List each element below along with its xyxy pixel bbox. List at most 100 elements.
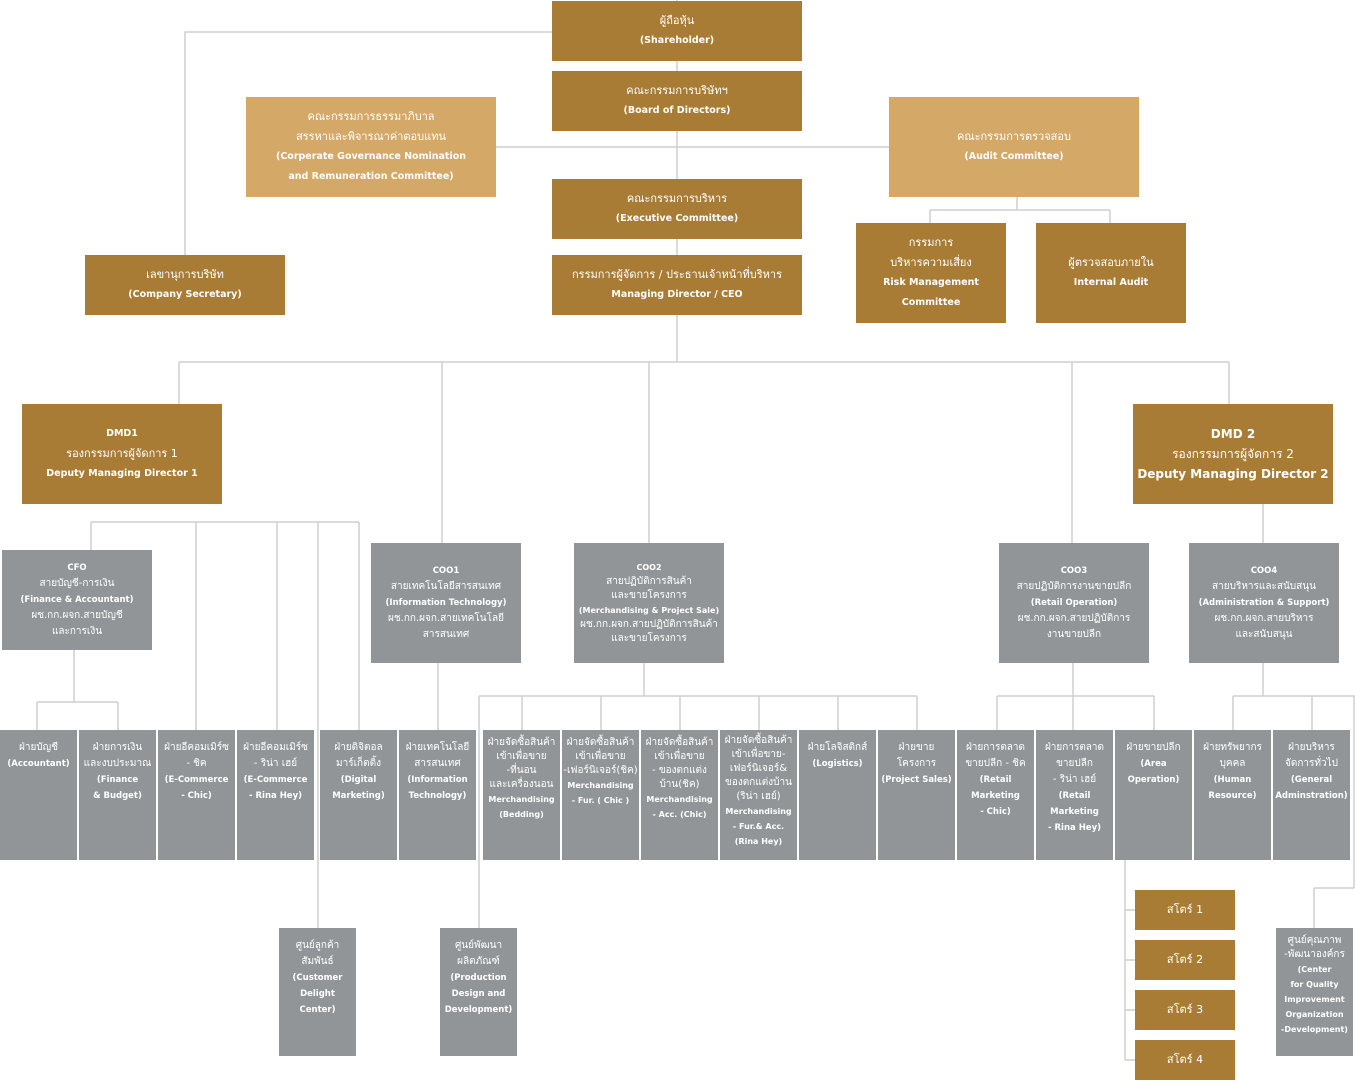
node-text-line: Design and <box>451 989 506 999</box>
node-text-line: บ้าน(ชิค) <box>659 779 700 790</box>
node-text-line: ผช.กก.ผจก.สายปฏิบัติการ <box>1017 613 1131 624</box>
node-text-line: CFO <box>67 563 87 573</box>
node-text-line: และขายโครงการ <box>611 590 687 601</box>
node-text-line: สโตร์ 4 <box>1166 1053 1204 1066</box>
node-text-line: (Customer <box>292 973 343 983</box>
node-text-line: - Fur. ( Chic ) <box>571 796 630 805</box>
node-text-line: มาร์เก็ตติ้ง <box>336 758 381 769</box>
node-text-line: (Area <box>1140 759 1167 769</box>
node-text-line: เข้าเพื่อขาย- <box>731 749 786 760</box>
node-text-line: (Production <box>450 973 507 983</box>
node-text-line: Marketing) <box>332 791 385 801</box>
node-text-line: ฝ่ายขาย <box>898 742 935 753</box>
node-text-line: (Human <box>1213 775 1252 785</box>
node-text-line: Operation) <box>1127 775 1180 785</box>
node-text-line: เข้าเพื่อขาย <box>575 751 626 762</box>
node-text-line: ผู้ถือหุ้น <box>659 14 695 27</box>
node-text-line: ฝ่ายการตลาด <box>965 742 1026 753</box>
node-text-line: Risk Management <box>883 277 979 288</box>
node-text-line: คณะกรรมการตรวจสอบ <box>957 130 1071 143</box>
store-4: สโตร์ 4 <box>1135 1040 1235 1080</box>
node-text-line: ฝ่ายทรัพยากร <box>1203 742 1262 753</box>
node-text-line: ฝ่ายจัดซื้อสินค้า <box>724 735 793 746</box>
node-text-line: (Merchandising & Project Sale) <box>578 606 720 615</box>
node-text-line: ฝ่ายบัญชี <box>19 742 58 753</box>
node-text-line: COO1 <box>432 566 460 576</box>
node-text-line: สารสนเทศ <box>422 629 470 640</box>
node-text-line: และสนับสนุน <box>1235 629 1293 640</box>
node-text-line: (Digital <box>340 775 377 785</box>
node-text-line: DMD1 <box>106 428 138 439</box>
node-executive-committee: คณะกรรมการบริหาร(Executive Committee) <box>552 179 802 239</box>
node-text-line: สโตร์ 2 <box>1166 953 1204 966</box>
node-text-line: - Acc. (Chic) <box>652 810 707 819</box>
node-board-of-directors: คณะกรรมการบริษัทฯ (Board of Directors) <box>552 71 802 131</box>
node-text-line: Development) <box>444 1005 513 1015</box>
node-text-line: บุคคล <box>1219 758 1246 769</box>
node-text-line: ศูนย์คุณภาพ <box>1287 935 1342 946</box>
node-text-line: บริหารความเสี่ยง <box>890 256 972 269</box>
node-text-line: Deputy Managing Director 2 <box>1137 467 1329 481</box>
node-text-line: (ริน่า เฮย์) <box>736 791 781 802</box>
node-text-line: (Executive Committee) <box>615 213 739 224</box>
node-text-line: - Rina Hey) <box>1048 823 1101 833</box>
node-text-line: for Quality <box>1290 980 1339 989</box>
node-text-line: Committee <box>901 297 961 308</box>
node-text-line: สายปฏิบัติการสินค้า <box>606 576 692 587</box>
dept-merch-acc-chic: ฝ่ายจัดซื้อสินค้าเข้าเพื่อขาย- ของตกแต่ง… <box>641 730 718 860</box>
node-text-line: คณะกรรมการบริษัทฯ <box>626 84 728 97</box>
connector-ceo-divisions <box>178 314 1230 543</box>
node-text-line: ของตกแต่งบ้าน <box>725 777 792 788</box>
dept-merch-fur-chic: ฝ่ายจัดซื้อสินค้าเข้าเพื่อขาย-เฟอร์นิเจอ… <box>562 730 639 860</box>
node-text-line: ฝ่ายบริหาร <box>1288 742 1335 753</box>
node-text-line: and Remuneration Committee) <box>288 171 454 182</box>
dept-ecommerce-rina-hey: ฝ่ายอีคอมเมิร์ซ- ริน่า เฮย์(E-Commerce- … <box>237 730 314 860</box>
node-text-line: (Accountant) <box>7 759 70 769</box>
node-text-line: Merchandising <box>725 807 792 816</box>
node-text-line: DMD 2 <box>1210 427 1256 441</box>
dept-ecommerce-chic: ฝ่ายอีคอมเมิร์ซ- ชิค(E-Commerce- Chic) <box>158 730 235 860</box>
node-text-line: -ที่นอน <box>506 765 537 776</box>
node-text-line: COO4 <box>1250 566 1278 576</box>
node-text-line: กรรมการผู้จัดการ / ประธานเจ้าหน้าที่บริห… <box>572 268 782 281</box>
node-text-line: ผู้ตรวจสอบภายใน <box>1068 256 1154 269</box>
store-1: สโตร์ 1 <box>1135 890 1235 930</box>
node-text-line: ฝ่ายจัดซื้อสินค้า <box>487 737 556 748</box>
node-text-line: COO2 <box>636 563 662 572</box>
node-text-line: และการเงิน <box>51 626 103 637</box>
dept-logistics: ฝ่ายโลจิสติกส์(Logistics) <box>799 730 876 860</box>
node-text-line: (Retail Operation) <box>1030 598 1118 608</box>
node-text-line: ฝ่ายเทคโนโลยี <box>405 742 470 753</box>
node-text-line: งานขายปลีก <box>1046 629 1102 640</box>
node-text-line: (Board of Directors) <box>623 105 731 116</box>
dept-accountant: ฝ่ายบัญชี (Accountant) <box>0 730 77 860</box>
node-coo2: COO2 สายปฏิบัติการสินค้าและขายโครงการ (Mer… <box>574 543 724 663</box>
node-text-line: (E-Commerce <box>164 775 229 785</box>
node-text-line: รองกรรมการผู้จัดการ 1 <box>66 447 178 460</box>
node-text-line: ฝ่ายโลจิสติกส์ <box>807 742 868 753</box>
connector-stores <box>1124 860 1135 1061</box>
node-text-line: Technology) <box>408 791 467 801</box>
node-text-line: ฝ่ายการตลาด <box>1044 742 1105 753</box>
node-text-line: เฟอร์นิเจอร์& <box>729 763 788 774</box>
node-text-line: สายเทคโนโลยีสารสนเทศ <box>390 581 502 592</box>
node-text-line: ฝ่ายดิจิตอล <box>334 742 383 753</box>
node-text-line: COO3 <box>1060 566 1088 576</box>
node-text-line: (Rina Hey) <box>734 837 783 846</box>
store-3: สโตร์ 3 <box>1135 990 1235 1030</box>
node-text-line: - ของตกแต่ง <box>652 765 707 776</box>
node-text-line: ผช.กก.ผจก.สายปฏิบัติการสินค้า <box>580 619 718 630</box>
node-text-line: (Administration & Support) <box>1198 598 1330 608</box>
node-text-line: (Information <box>407 775 468 785</box>
